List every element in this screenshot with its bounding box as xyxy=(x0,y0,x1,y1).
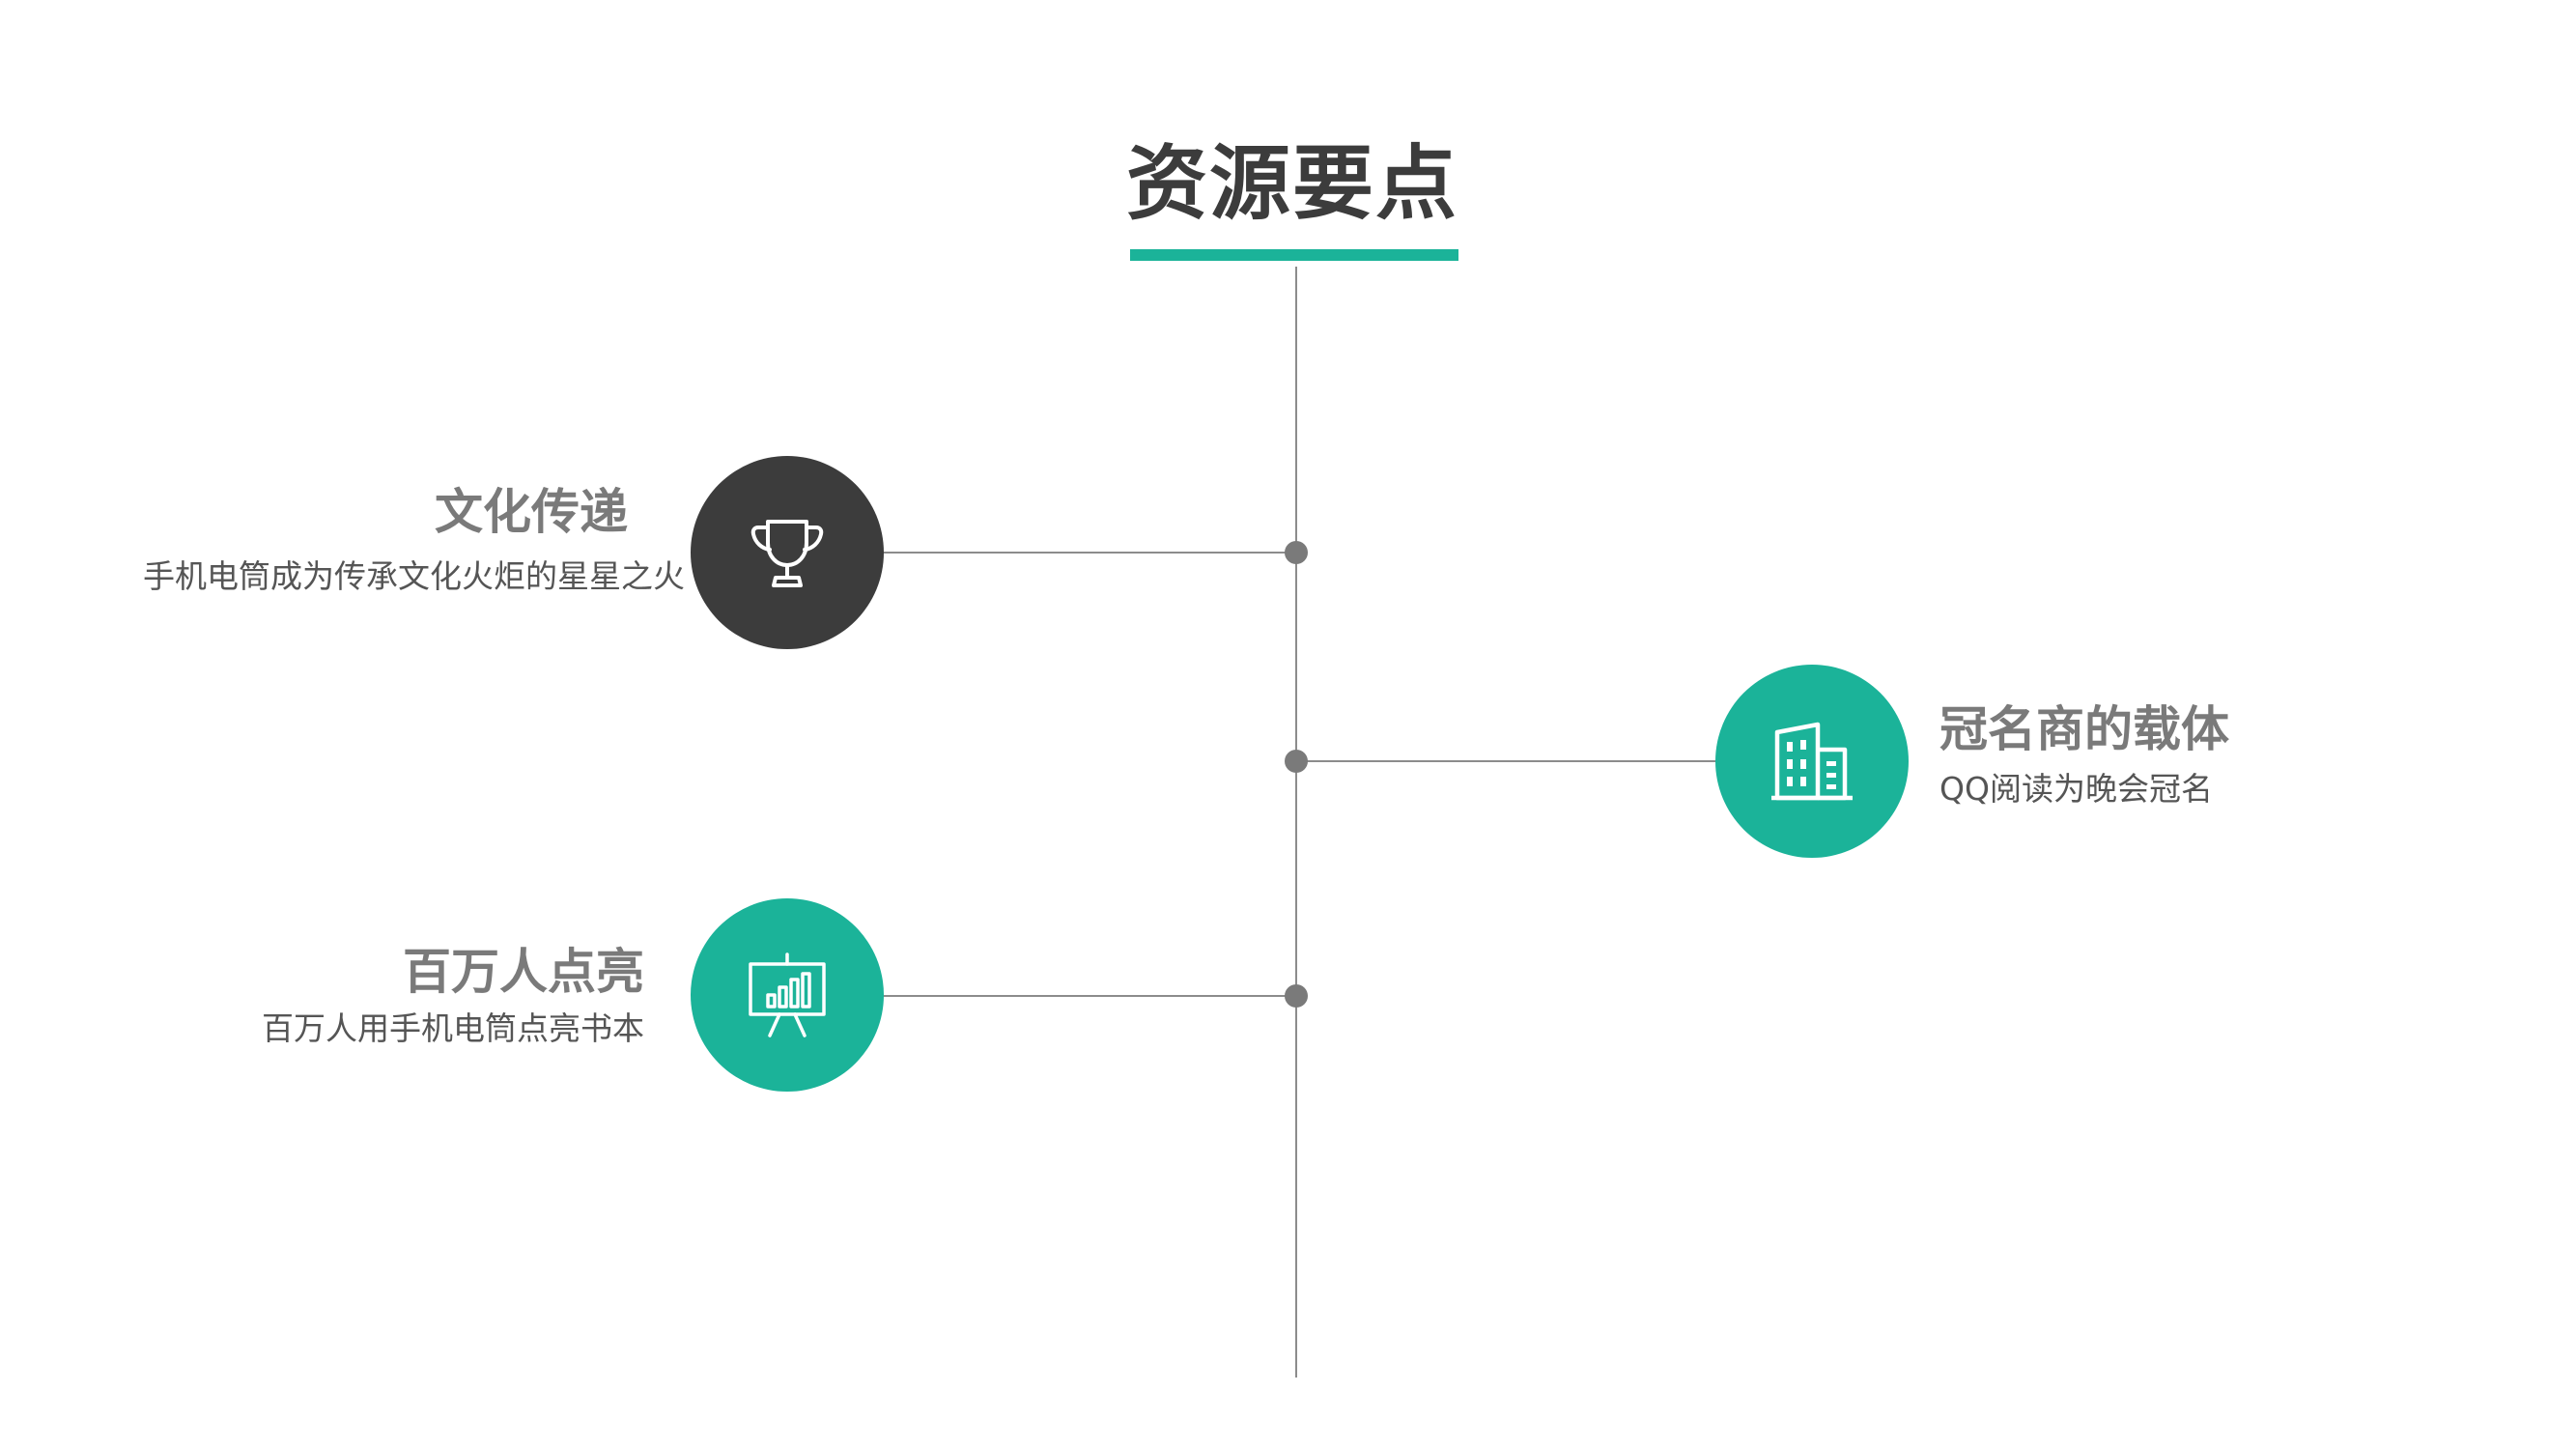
presentation-chart-icon xyxy=(749,952,826,1037)
item-title-2: 冠名商的载体 xyxy=(1939,701,2229,757)
slide-title: 资源要点 xyxy=(1125,136,1458,231)
title-underline xyxy=(1130,249,1458,261)
item-title-3: 百万人点亮 xyxy=(403,944,644,1000)
item-desc-2: QQ阅读为晚会冠名 xyxy=(1939,770,2213,808)
circle-item-3 xyxy=(691,898,884,1092)
timeline-dot-2 xyxy=(1285,750,1308,773)
circle-item-2 xyxy=(1715,665,1909,858)
item-desc-1: 手机电筒成为传承文化火炬的星星之火 xyxy=(143,557,685,595)
connector-line-2 xyxy=(1296,760,1721,762)
timeline-dot-3 xyxy=(1285,984,1308,1008)
trophy-icon xyxy=(750,520,824,587)
circle-item-1 xyxy=(691,456,884,649)
timeline-dot-1 xyxy=(1285,541,1308,564)
item-title-1: 文化传递 xyxy=(435,484,628,540)
item-desc-3: 百万人用手机电筒点亮书本 xyxy=(262,1009,644,1047)
connector-line-1 xyxy=(881,552,1296,554)
timeline-axis xyxy=(1295,267,1297,1378)
building-icon xyxy=(1771,722,1853,801)
connector-line-3 xyxy=(881,995,1296,997)
